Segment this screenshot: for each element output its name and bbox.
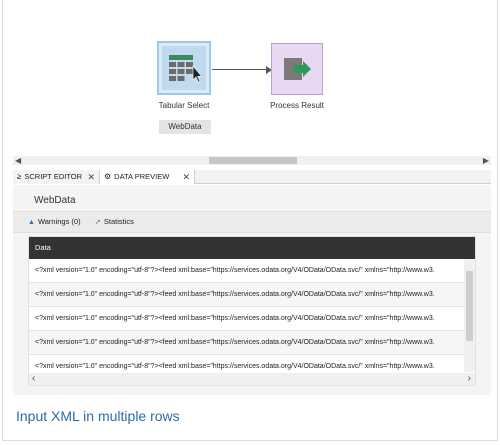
statistics-label: Statistics [103, 217, 134, 226]
tabular-select-node[interactable] [157, 41, 211, 95]
process-result-icon [284, 58, 311, 80]
grid-column-header[interactable]: Data [29, 237, 475, 259]
flow-arrowhead [266, 66, 272, 74]
script-icon: ≥ [17, 172, 22, 181]
tabular-select-label: Tabular Select [158, 101, 210, 110]
grid-vertical-scrollbar[interactable] [464, 259, 475, 372]
scroll-right-icon[interactable]: ▶ [482, 156, 489, 165]
table-row[interactable]: <?xml version="1.0" encoding="utf-8"?><f… [29, 307, 475, 331]
canvas-horizontal-scrollbar[interactable]: ◀ ▶ [13, 156, 491, 165]
close-icon[interactable]: ✕ [87, 172, 95, 182]
chevron-left-icon[interactable]: ‹ [32, 373, 36, 384]
grid-vscroll-thumb[interactable] [466, 271, 473, 341]
tab-script-editor[interactable]: ≥SCRIPT EDITOR ✕ [13, 170, 99, 184]
table-row[interactable]: <?xml version="1.0" encoding="utf-8"?><f… [29, 259, 475, 283]
tab-data-preview[interactable]: ⚙DATA PREVIEW ✕ [99, 170, 195, 184]
tabular-select-icon [169, 55, 203, 83]
warnings-button[interactable]: ▲Warnings (0) [28, 217, 81, 226]
table-row[interactable]: <?xml version="1.0" encoding="utf-8"?><f… [29, 283, 475, 307]
statistics-button[interactable]: ➚Statistics [95, 217, 134, 226]
warnings-label: Warnings (0) [37, 217, 81, 226]
panel-title: WebData [34, 195, 76, 206]
preview-toolbar: ▲Warnings (0) ➚Statistics [13, 211, 491, 233]
process-result-label: Process Result [270, 101, 324, 110]
table-row[interactable]: <?xml version="1.0" encoding="utf-8"?><f… [29, 331, 475, 355]
scroll-left-icon[interactable]: ◀ [15, 156, 22, 165]
figure-caption: Input XML in multiple rows [16, 408, 180, 424]
chevron-right-icon[interactable]: › [467, 373, 471, 384]
preview-icon: ⚙ [104, 172, 112, 181]
canvas-scroll-thumb[interactable] [209, 157, 297, 164]
grid-horizontal-scrollbar[interactable]: ‹ › [29, 373, 475, 385]
process-result-node[interactable] [271, 43, 323, 95]
tab-label: DATA PREVIEW [114, 172, 170, 181]
editor-tabs: ≥SCRIPT EDITOR ✕ ⚙DATA PREVIEW ✕ [13, 170, 491, 184]
statistics-icon: ➚ [95, 219, 101, 226]
webdata-chip[interactable]: WebData [159, 120, 211, 134]
warning-icon: ▲ [28, 219, 35, 226]
workflow-canvas: Tabular Select WebData Process Result [13, 0, 491, 157]
data-preview-panel: WebData ▲Warnings (0) ➚Statistics Data <… [13, 185, 491, 395]
tab-label: SCRIPT EDITOR [24, 172, 83, 181]
flow-connector [212, 69, 270, 70]
data-grid: Data <?xml version="1.0" encoding="utf-8… [28, 236, 476, 386]
close-icon[interactable]: ✕ [182, 172, 190, 182]
